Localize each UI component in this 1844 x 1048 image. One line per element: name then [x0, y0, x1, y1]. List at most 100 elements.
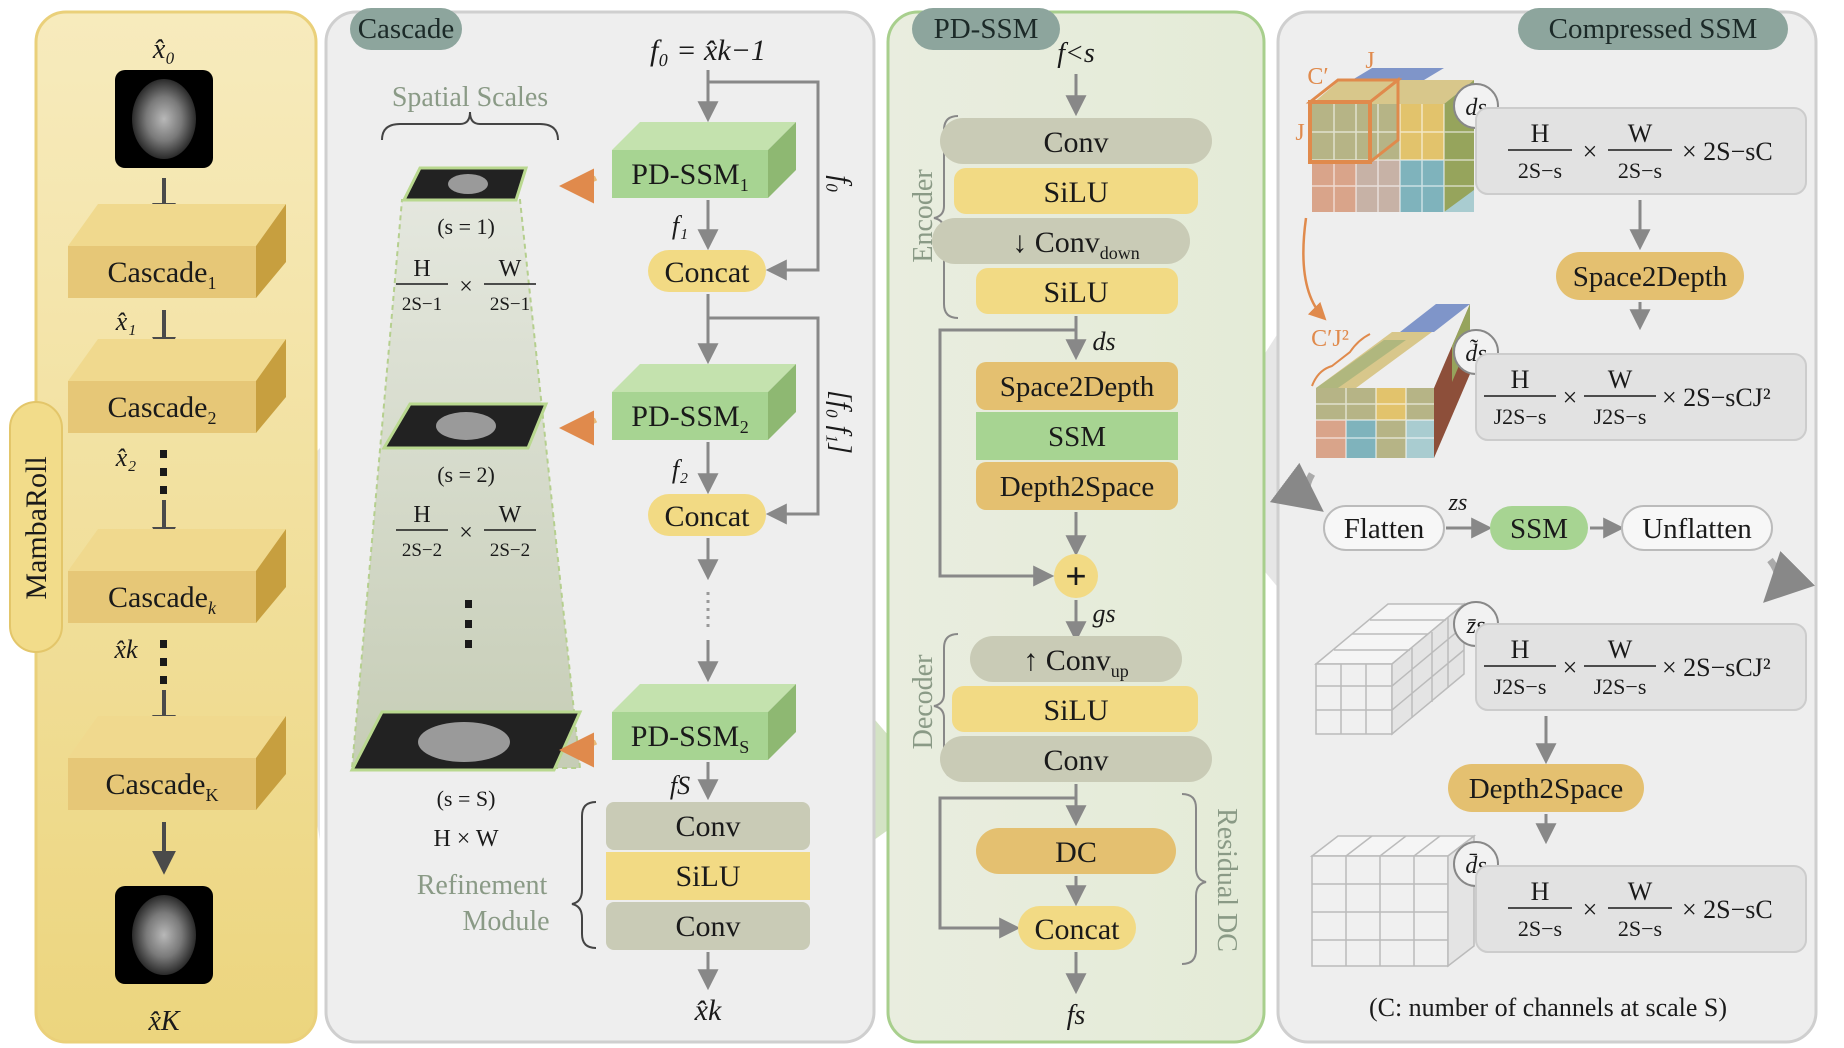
- svg-text:Cascade1: Cascade1: [108, 256, 217, 293]
- svg-text:×: ×: [1563, 653, 1578, 682]
- svg-text:W: W: [1608, 635, 1633, 664]
- f0f1-side-label: [f₀ f₁]: [825, 390, 856, 454]
- cs-depth2space-label: Depth2Space: [1469, 773, 1624, 805]
- svg-text:J2S−s: J2S−s: [1594, 404, 1647, 429]
- hxw-label: H × W: [433, 826, 498, 852]
- ellipsis-dots: [160, 640, 167, 684]
- add-node: [1054, 554, 1098, 598]
- pd-ssm-block-2: PD-SSM2: [612, 364, 796, 440]
- cs-ssm-pill: [1490, 506, 1588, 550]
- svg-text:2S−s: 2S−s: [1518, 916, 1562, 941]
- svg-text:J2S−s: J2S−s: [1494, 674, 1547, 699]
- enc-conv: [940, 118, 1212, 164]
- pd-ssm-block-S: PD-SSMS: [612, 684, 796, 760]
- cs-ssm-label: SSM: [1510, 513, 1568, 545]
- mambaroll-label: MambaRoll: [20, 456, 53, 599]
- svg-text:W: W: [1628, 877, 1653, 906]
- svg-text:×: ×: [1563, 383, 1578, 412]
- svg-text:2S−1: 2S−1: [490, 294, 530, 315]
- svg-text:× 2S−sC: × 2S−sC: [1682, 895, 1773, 924]
- cascade-input-label: f₀ = x̂k−1: [650, 34, 766, 67]
- svg-text:H: H: [1531, 119, 1550, 148]
- enc-conv-down: [932, 218, 1190, 264]
- gs-label: gs: [1092, 599, 1115, 628]
- x0-label: x̂₀: [152, 34, 175, 65]
- scale-pyramid: [350, 199, 582, 769]
- formula-box-2: H J2S−s × W J2S−s × 2S−sCJ²: [1475, 353, 1807, 441]
- pd-concat-label: Concat: [1035, 913, 1121, 946]
- ellipsis-dots: [465, 600, 472, 648]
- cascade-title: Cascade: [358, 13, 455, 45]
- ref-conv-2: Conv: [675, 910, 740, 943]
- cascade-output-label: x̂k: [694, 994, 722, 1027]
- cs-space2depth: [1556, 252, 1744, 300]
- scale-slab-2: [381, 402, 549, 450]
- svg-text:2S−2: 2S−2: [490, 540, 530, 561]
- dec-conv-up: [970, 636, 1182, 682]
- svg-text:Cascade2: Cascade2: [108, 391, 217, 428]
- dc-label: DC: [1055, 836, 1097, 869]
- scale-feed-arrow: [559, 732, 598, 768]
- svg-text:PD-SSM1: PD-SSM1: [631, 158, 748, 195]
- svg-text:2S−s: 2S−s: [1518, 158, 1562, 183]
- cj2-label: C′J²: [1311, 326, 1349, 352]
- pd-ssm: [976, 412, 1178, 460]
- svg-text:2S−s: 2S−s: [1618, 916, 1662, 941]
- scale-S-label: (s = S): [437, 786, 496, 811]
- cascade-block-K: CascadeK: [68, 716, 286, 810]
- flatten-label: Flatten: [1344, 513, 1425, 545]
- f0-side-label: f₀: [825, 175, 856, 193]
- concat-2-label: Concat: [665, 500, 751, 533]
- cs-space2depth-label: Space2Depth: [1573, 261, 1728, 293]
- svg-text:H: H: [1511, 365, 1530, 394]
- dec-conv-label: Conv: [1043, 744, 1108, 777]
- refinement-brace: [571, 801, 597, 949]
- cs-depth2space: [1448, 764, 1644, 812]
- pd-space2depth-label: Space2Depth: [1000, 371, 1155, 403]
- fS-label: fS: [670, 771, 690, 800]
- j-label-top: J: [1365, 48, 1374, 74]
- svg-text:W: W: [499, 502, 522, 528]
- residual-dc-brace: [1181, 793, 1207, 965]
- encoder-brace: [933, 115, 959, 319]
- concat-1-label: Concat: [665, 256, 751, 289]
- svg-text:Cascadek: Cascadek: [108, 581, 217, 618]
- enc-silu-2: [976, 268, 1178, 314]
- footnote: (C: number of channels at scale S): [1369, 993, 1727, 1022]
- dec-silu: [952, 686, 1198, 732]
- output-image: [115, 886, 213, 984]
- cprime-label: C′: [1307, 64, 1328, 90]
- scale-slab-1: [401, 166, 529, 202]
- svg-text:×: ×: [1583, 895, 1598, 924]
- concat-1: [648, 250, 766, 292]
- input-image: [115, 70, 213, 168]
- svg-text:CascadeK: CascadeK: [106, 768, 219, 805]
- curve-arrow: [1269, 462, 1324, 512]
- svg-text:2S−1: 2S−1: [402, 294, 442, 315]
- svg-text:W: W: [1608, 365, 1633, 394]
- f2-label: f₂: [672, 455, 688, 484]
- curve-arrow: [1763, 550, 1816, 603]
- mambaroll-panel: MambaRoll x̂₀ Cascade1 x̂₁ Cascade2 x̂₂: [9, 10, 318, 1044]
- pd-depth2space-label: Depth2Space: [1000, 471, 1155, 503]
- ellipsis-dots: [160, 450, 167, 494]
- scale-2-formula: H 2S−2 × W 2S−2: [396, 502, 536, 561]
- svg-text:×: ×: [459, 274, 473, 300]
- dc-block: [976, 828, 1176, 874]
- space2depth-arrow: [1302, 217, 1327, 321]
- svg-text:H: H: [1531, 877, 1550, 906]
- xK-label: x̂K: [147, 1006, 180, 1037]
- svg-text:× 2S−sCJ²: × 2S−sCJ²: [1662, 383, 1771, 412]
- pd-depth2space: [976, 462, 1178, 510]
- refinement-label-2: Module: [462, 906, 549, 937]
- scale-2-label: (s = 2): [437, 462, 495, 487]
- ref-silu: SiLU: [675, 860, 740, 893]
- feature-cube-1: [1305, 68, 1474, 212]
- pd-concat: [1018, 906, 1136, 950]
- pdssm-output-label: fs: [1067, 1000, 1086, 1031]
- svg-text:PD-SSM2: PD-SSM2: [631, 400, 748, 437]
- residual-dc-label: Residual DC: [1211, 808, 1242, 952]
- cj2-brace: [1311, 333, 1371, 387]
- j-label-left: J: [1295, 120, 1304, 146]
- enc-silu-1: [954, 168, 1198, 214]
